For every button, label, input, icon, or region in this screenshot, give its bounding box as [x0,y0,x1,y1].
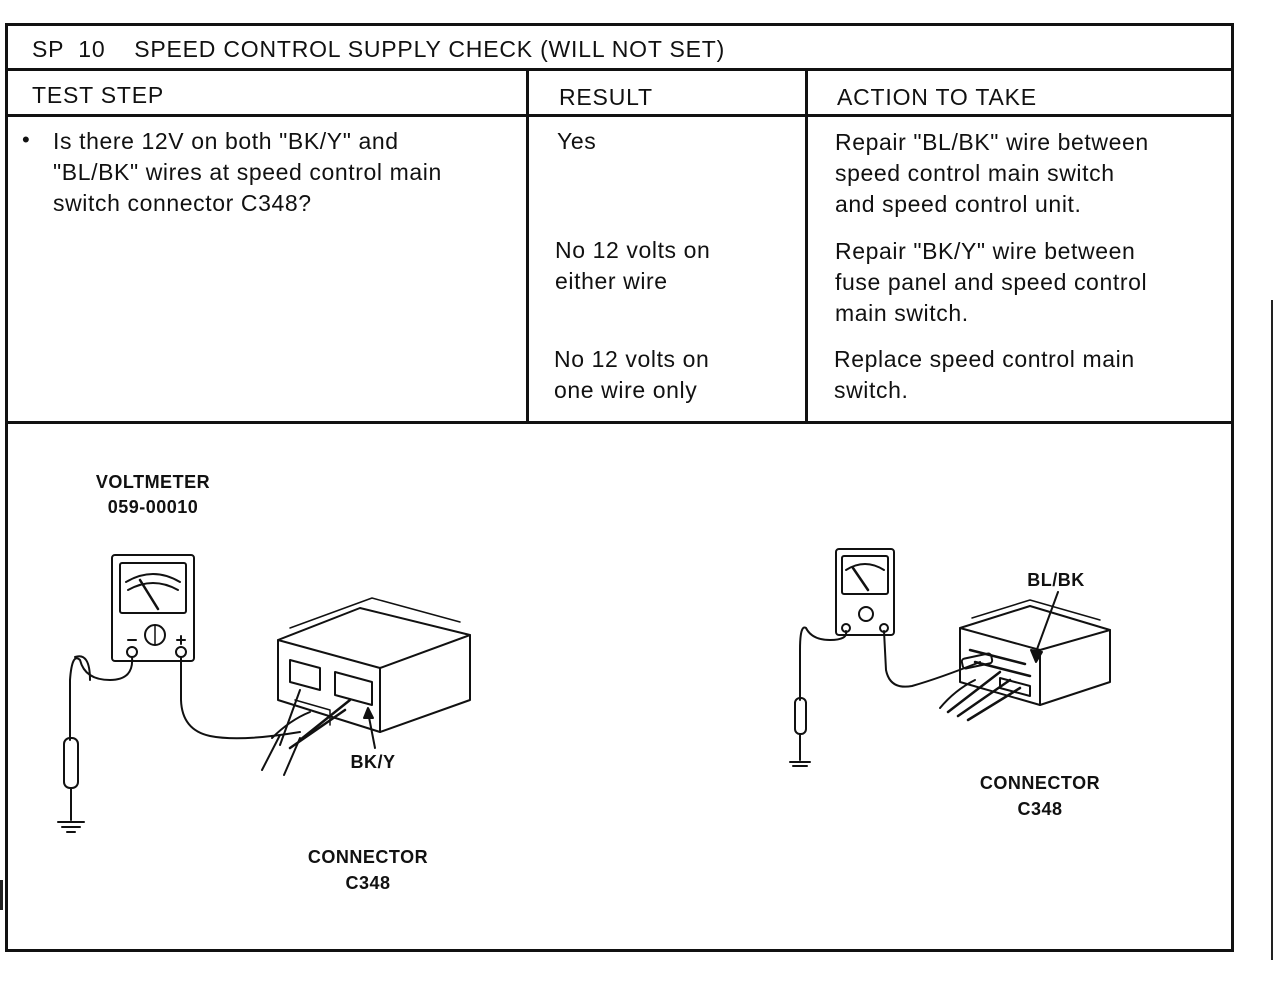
scan-edge-mark-right [1271,300,1273,960]
right-connector-icon [939,599,1111,722]
test-step-text: Is there 12V on both "BK/Y" and "BL/BK" … [53,128,442,216]
bk-y-wire-label: BK/Y [350,752,396,772]
scan-edge-mark-left [0,880,3,910]
action-no-either: Repair "BK/Y" wire between fuse panel an… [835,238,1148,326]
right-connector-label: CONNECTOR C348 [979,773,1101,819]
left-connector-icon [261,597,471,776]
small-voltmeter-icon [835,548,895,636]
right-ground-probe-icon [789,626,848,767]
action-yes: Repair "BL/BK" wire between speed contro… [835,129,1149,217]
column-header-action: ACTION TO TAKE [837,84,1037,110]
title-divider [8,68,1231,71]
bl-bk-wire-label: BL/BK [1027,570,1085,590]
voltmeter-label: VOLTMETER 059-00010 [95,472,211,517]
procedure-sheet: SP 10 SPEED CONTROL SUPPLY CHECK (WILL N… [5,23,1234,952]
result-no-either: No 12 volts on either wire [555,237,711,294]
left-ground-probe-icon [57,655,134,833]
result-yes: Yes [557,128,597,154]
result-no-one: No 12 volts on one wire only [554,346,710,403]
column-header-test-step: TEST STEP [32,82,165,108]
table-bottom-divider [8,421,1231,424]
column-divider-1 [526,68,529,423]
action-no-one: Replace speed control main switch. [834,346,1135,403]
header-divider [8,114,1231,117]
bl-bk-pointer [1035,591,1059,653]
page-title: SP 10 SPEED CONTROL SUPPLY CHECK (WILL N… [32,36,726,62]
test-step-bullet: • [22,127,30,152]
voltmeter-icon [111,554,195,662]
left-connector-label: CONNECTOR C348 [307,847,429,893]
bl-bk-arrowhead [1030,649,1043,663]
right-positive-lead [883,630,981,688]
column-divider-2 [805,68,808,423]
bk-y-arrowhead [363,707,374,719]
column-header-result: RESULT [559,84,653,110]
left-positive-lead [180,656,301,740]
